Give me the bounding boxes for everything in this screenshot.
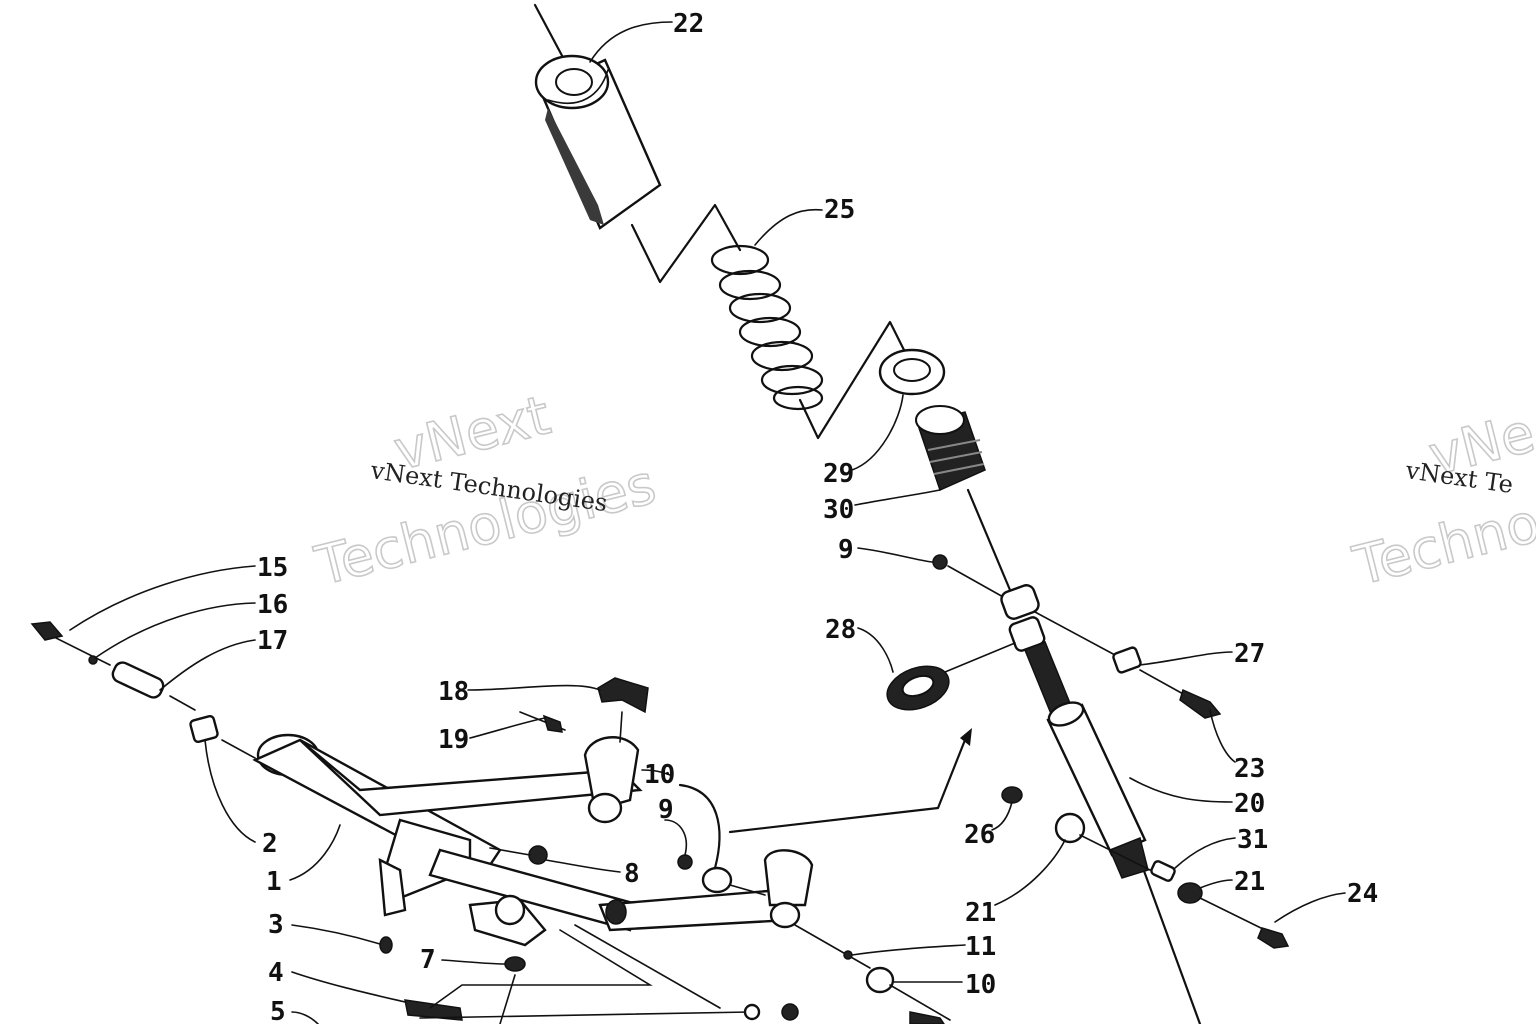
part-30-bump-stop xyxy=(915,405,986,492)
part-29-spring-seat xyxy=(878,348,946,396)
callout-4: 4 xyxy=(268,958,284,988)
callout-9-lower: 9 xyxy=(658,795,674,825)
callout-31: 31 xyxy=(1237,825,1268,855)
callout-numbers: 22 25 29 30 9 28 27 23 20 31 21 24 26 21… xyxy=(257,9,1378,1024)
upper-bracket-hardware xyxy=(519,677,649,743)
callout-10-lower: 10 xyxy=(965,970,996,1000)
part-9-nut-upper xyxy=(932,554,948,570)
lower-left-hardware xyxy=(379,894,799,1024)
callout-21-left: 21 xyxy=(965,898,996,928)
callout-25: 25 xyxy=(824,195,855,225)
callout-18: 18 xyxy=(438,677,469,707)
callout-29: 29 xyxy=(823,459,854,489)
upper-mount-hardware xyxy=(1034,611,1222,719)
lower-bracket xyxy=(763,849,814,907)
callout-10-upper: 10 xyxy=(644,760,675,790)
part-19-screw xyxy=(542,714,563,733)
callout-27: 27 xyxy=(1234,639,1265,669)
part-9-nut-lower xyxy=(677,854,693,870)
part-10-bushing-upper xyxy=(701,866,733,894)
center-hardware xyxy=(489,783,766,896)
part-31-sleeve xyxy=(1150,860,1176,882)
axis-left-bolt xyxy=(30,621,256,759)
lower-right-hardware xyxy=(794,924,951,1024)
part-2-bushing xyxy=(189,714,219,744)
callout-17: 17 xyxy=(257,626,288,656)
part-4-bolt xyxy=(404,999,463,1021)
callout-23: 23 xyxy=(1234,754,1265,784)
part-27-spacer xyxy=(1112,646,1142,674)
assembly-arrow xyxy=(728,728,972,834)
callout-1: 1 xyxy=(266,867,282,897)
part-28-collar xyxy=(886,642,1016,711)
part-20-shock-absorber xyxy=(1000,584,1149,879)
shock-axis-lines xyxy=(533,3,1202,1024)
part-23-bolt xyxy=(1179,688,1222,719)
lower-mount-hardware xyxy=(1001,786,1290,949)
part-24-bolt xyxy=(1257,927,1290,949)
part-17-spacer xyxy=(111,661,165,699)
callout-2: 2 xyxy=(262,829,278,859)
callout-30: 30 xyxy=(823,495,854,525)
leader-lines xyxy=(69,21,1346,1024)
callout-15: 15 xyxy=(257,553,288,583)
callout-26: 26 xyxy=(964,820,995,850)
part-11-washer xyxy=(843,950,853,960)
callout-20: 20 xyxy=(1234,789,1265,819)
part-8-nut xyxy=(528,845,548,865)
callout-28: 28 xyxy=(825,615,856,645)
callout-8: 8 xyxy=(624,859,640,889)
watermark-center: vNext Technologies vNext Technologies xyxy=(308,383,662,599)
part-7-nut xyxy=(504,956,526,972)
callout-9-upper: 9 xyxy=(838,535,854,565)
callout-16: 16 xyxy=(257,590,288,620)
part-22-spring-cover xyxy=(534,54,662,230)
callout-21-right: 21 xyxy=(1234,867,1265,897)
lower-arm-tube xyxy=(598,888,792,932)
part-1-a-arm xyxy=(252,733,814,932)
axis-9-upper xyxy=(947,565,1006,599)
callout-7: 7 xyxy=(420,945,436,975)
watermark-right: vNe Techno vNext Te xyxy=(1346,400,1536,599)
part-18-cap xyxy=(597,677,649,714)
callout-3: 3 xyxy=(268,910,284,940)
part-21-bushing-right xyxy=(1177,882,1203,904)
part-21-bushing-left xyxy=(1054,812,1086,844)
callout-5: 5 xyxy=(270,997,286,1024)
part-3-fitting xyxy=(379,936,393,954)
pivot-housing xyxy=(383,818,472,902)
part-25-coil-spring xyxy=(710,244,824,411)
callout-19: 19 xyxy=(438,725,469,755)
part-26-washer xyxy=(1001,786,1023,804)
watermark-right-big-line2: Techno xyxy=(1347,491,1536,598)
callout-24: 24 xyxy=(1347,879,1378,909)
callout-22: 22 xyxy=(673,9,704,39)
part-10-bushing-lower xyxy=(865,966,895,994)
part-15-bolt xyxy=(30,621,64,641)
callout-11: 11 xyxy=(965,932,996,962)
